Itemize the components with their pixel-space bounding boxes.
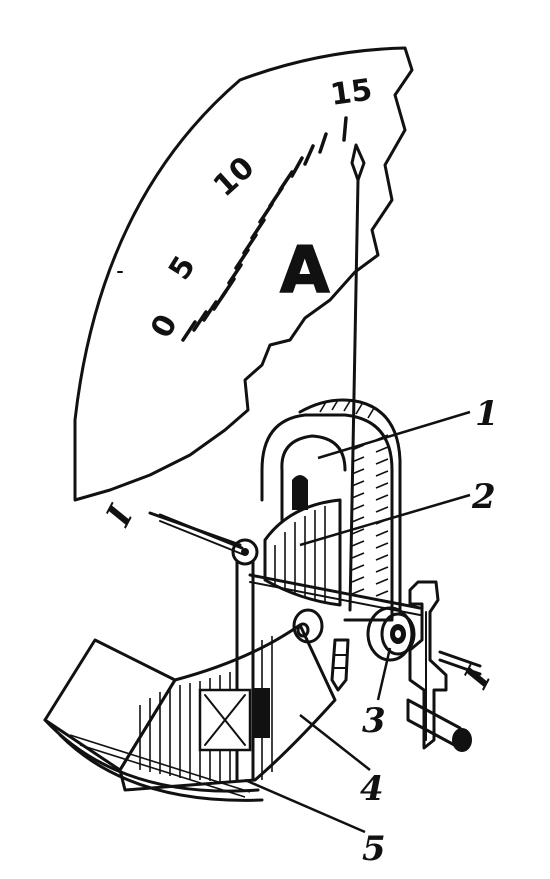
callout-3: 3 bbox=[362, 701, 386, 741]
control-spring bbox=[366, 606, 416, 662]
callout-1: 1 bbox=[475, 394, 499, 434]
callout-4: 4 bbox=[360, 769, 384, 809]
scale-label-5: 5 bbox=[162, 250, 203, 286]
callout-2: 2 bbox=[471, 477, 496, 517]
scale-label-15: 15 bbox=[328, 72, 374, 112]
terminal-lead-left bbox=[148, 511, 242, 547]
terminal-label-left: I bbox=[98, 498, 142, 533]
air-damper bbox=[43, 623, 337, 802]
scale-label-10: 10 bbox=[207, 150, 261, 204]
dial-plate bbox=[73, 46, 414, 502]
terminal-bracket-right bbox=[406, 580, 482, 752]
callout-5: 5 bbox=[362, 829, 386, 869]
coil-frame bbox=[260, 398, 402, 622]
scale-label-0: 0 bbox=[144, 309, 185, 344]
pointer bbox=[348, 143, 366, 612]
scale-labels: 0 5 10 15 bbox=[144, 72, 374, 343]
unit-symbol: A bbox=[280, 234, 330, 308]
lower-pivot bbox=[292, 608, 350, 692]
callout-leaders bbox=[244, 410, 471, 834]
scale-ticks bbox=[181, 116, 348, 342]
callouts: 1 2 3 4 5 bbox=[360, 394, 499, 869]
